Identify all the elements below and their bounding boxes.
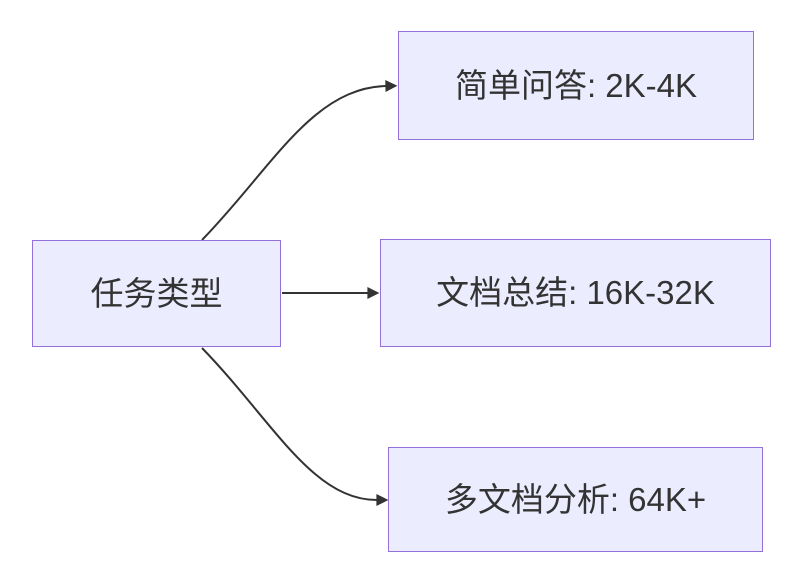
- node-task-type: 任务类型: [32, 240, 281, 347]
- node-doc-summary-label: 文档总结: 16K-32K: [436, 274, 715, 312]
- node-task-type-label: 任务类型: [90, 274, 223, 312]
- node-simple-qa-label: 简单问答: 2K-4K: [454, 66, 698, 104]
- node-doc-summary: 文档总结: 16K-32K: [380, 239, 771, 347]
- edge-task-type-to-simple-qa: [201, 80, 398, 241]
- node-multi-doc: 多文档分析: 64K+: [388, 447, 763, 552]
- edge-task-type-to-multi-doc: [201, 347, 389, 506]
- node-simple-qa: 简单问答: 2K-4K: [398, 31, 754, 140]
- node-multi-doc-label: 多文档分析: 64K+: [444, 480, 707, 518]
